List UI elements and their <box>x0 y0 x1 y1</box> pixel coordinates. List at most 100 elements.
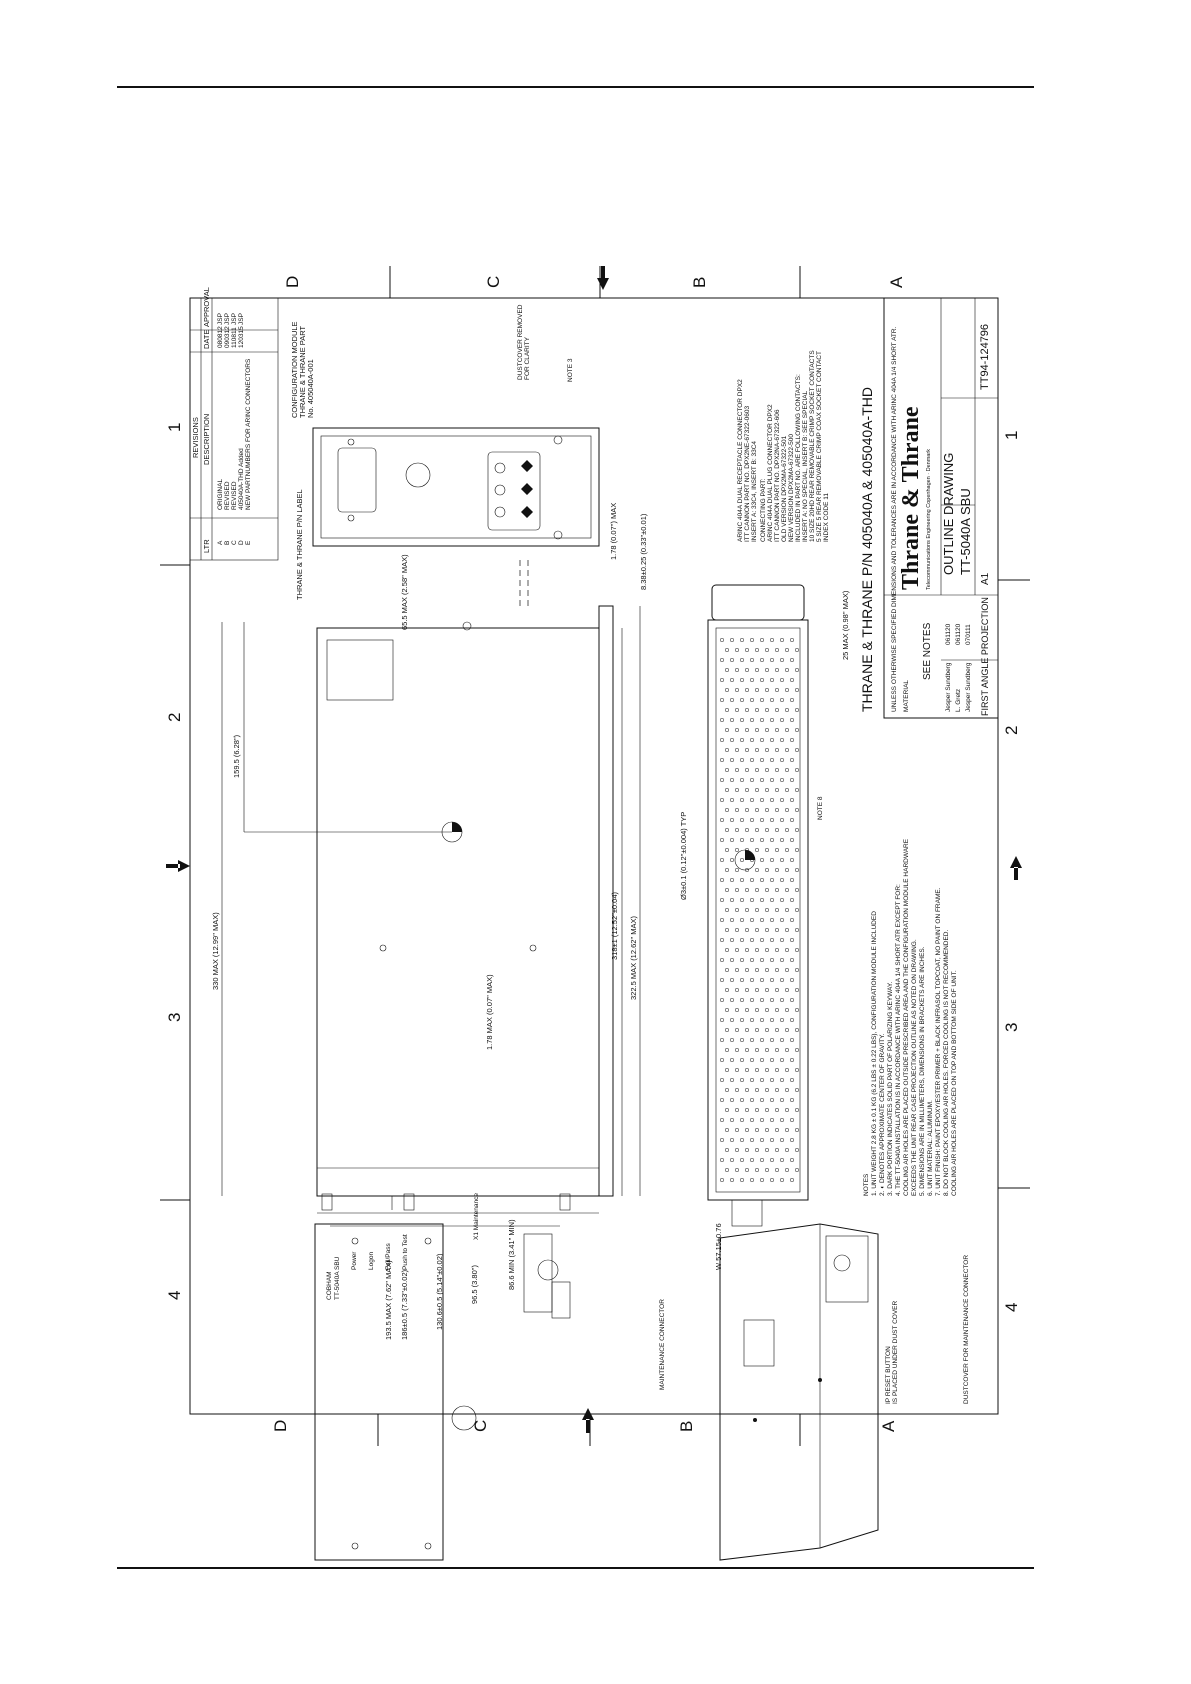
perforation-hole <box>759 757 765 763</box>
perforation-hole <box>739 917 745 923</box>
perforation-hole <box>774 927 780 933</box>
perforation-hole <box>784 1167 790 1173</box>
perforation-hole <box>769 1137 775 1143</box>
perforation-hole <box>734 687 740 693</box>
perforation-hole <box>779 777 785 783</box>
perforation-hole <box>769 1177 775 1183</box>
perforation-hole <box>744 1087 750 1093</box>
perforation-hole <box>739 1117 745 1123</box>
perforation-hole <box>724 1127 730 1133</box>
checked-date: 061120 <box>955 623 962 645</box>
perforation-hole <box>754 967 760 973</box>
perforation-hole <box>744 907 750 913</box>
perforation-hole <box>769 1077 775 1083</box>
perforation-hole <box>779 937 785 943</box>
perforation-hole <box>794 767 800 773</box>
perforation-hole <box>724 1047 730 1053</box>
perforation-hole <box>719 857 725 863</box>
perforation-hole <box>729 817 735 823</box>
perforation-hole <box>754 707 760 713</box>
perforation-hole <box>784 767 790 773</box>
perforation-hole <box>729 877 735 883</box>
zone-letter-bottom-b: B <box>677 1421 696 1432</box>
perforation-hole <box>784 1027 790 1033</box>
perforation-hole <box>739 1177 745 1183</box>
perforation-hole <box>754 1047 760 1053</box>
perforation-hole <box>794 827 800 833</box>
perforation-hole <box>724 667 730 673</box>
perforation-hole <box>744 867 750 873</box>
perforation-hole <box>734 907 740 913</box>
perforation-hole <box>794 887 800 893</box>
perforation-hole <box>774 1147 780 1153</box>
zone-letter-bottom-a: A <box>879 1420 898 1432</box>
revision-date: 120315 <box>238 326 245 348</box>
perforation-hole <box>769 797 775 803</box>
perforation-hole <box>759 1077 765 1083</box>
perforation-hole <box>729 677 735 683</box>
svg-text:INDEX CODE 11: INDEX CODE 11 <box>823 493 830 542</box>
perforation-hole <box>779 697 785 703</box>
note-8-callout: NOTE 8 <box>817 796 824 820</box>
revision-desc: 405040A-THD Added <box>238 448 245 510</box>
perforation-hole <box>769 1037 775 1043</box>
perforation-hole <box>754 687 760 693</box>
perforation-hole <box>739 817 745 823</box>
perforation-hole <box>794 927 800 933</box>
perforation-hole <box>754 1127 760 1133</box>
perforation-hole <box>764 967 770 973</box>
perforation-hole <box>739 697 745 703</box>
svg-text:ITT CANNON PART NO. DPX2NE-673: ITT CANNON PART NO. DPX2NE-67322-0603 <box>744 406 751 542</box>
perforation-hole <box>729 1177 735 1183</box>
perforation-hole <box>724 1147 730 1153</box>
perforation-hole <box>729 697 735 703</box>
perforation-hole <box>789 797 795 803</box>
perforation-hole <box>794 867 800 873</box>
perforation-hole <box>739 997 745 1003</box>
rear-connector-view <box>312 427 600 547</box>
perforation-hole <box>769 677 775 683</box>
perforation-hole <box>769 937 775 943</box>
first-angle-projection: FIRST ANGLE PROJECTION <box>980 597 990 716</box>
perforation-hole <box>744 647 750 653</box>
perforation-hole <box>724 1087 730 1093</box>
perforation-hole <box>744 1147 750 1153</box>
perforation-hole <box>764 1107 770 1113</box>
perforation-hole <box>739 1137 745 1143</box>
perforation-hole <box>744 687 750 693</box>
perforation-hole <box>764 787 770 793</box>
perforation-hole <box>794 1027 800 1033</box>
perforation-hole <box>719 837 725 843</box>
perforation-hole <box>764 947 770 953</box>
front-panel-model: TT-5040A SBU <box>334 1256 341 1300</box>
perforation-hole <box>789 637 795 643</box>
zone-number-right-1: 1 <box>1002 431 1021 440</box>
title-block <box>883 297 999 719</box>
revision-desc: ORIGINAL <box>217 479 224 510</box>
perforation-hole <box>769 977 775 983</box>
revision-date: 080812 <box>217 326 224 348</box>
drawing-frame <box>189 297 999 1415</box>
perforation-hole <box>769 957 775 963</box>
see-notes: SEE NOTES <box>922 622 933 680</box>
perforation-hole <box>794 747 800 753</box>
perforation-hole <box>759 637 765 643</box>
perforation-hole <box>769 757 775 763</box>
perforation-hole <box>774 647 780 653</box>
perforation-hole <box>739 897 745 903</box>
dimension-lines <box>221 606 641 1227</box>
perforation-hole <box>774 807 780 813</box>
revision-ltr: A <box>217 540 224 545</box>
perforation-hole <box>719 677 725 683</box>
perforation-hole <box>759 677 765 683</box>
company-subtitle: Telecommunications Engineering Copenhage… <box>926 449 932 590</box>
perforation-hole <box>734 827 740 833</box>
perforation-hole <box>749 977 755 983</box>
perforation-hole <box>754 807 760 813</box>
perforation-hole <box>719 1017 725 1023</box>
perforation-hole <box>794 907 800 913</box>
perforation-hole <box>734 727 740 733</box>
perforation-hole <box>739 1037 745 1043</box>
dimension-label: 159.5 (6.28") <box>232 734 241 778</box>
perforation-hole <box>774 1107 780 1113</box>
